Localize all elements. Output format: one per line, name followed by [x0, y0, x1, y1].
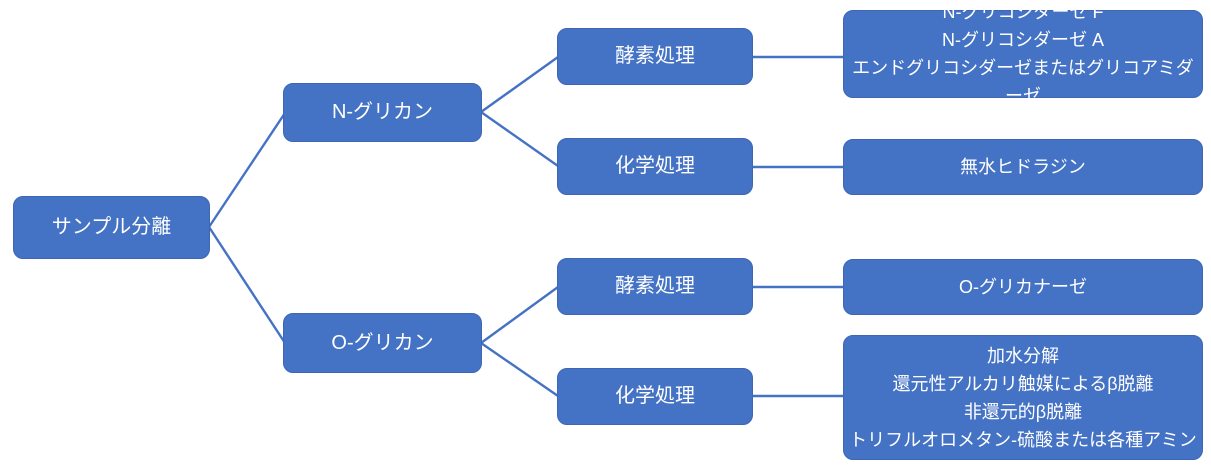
- node-label: サンプル分離: [51, 216, 172, 238]
- connector-root-to-n-glycan: [207, 111, 287, 229]
- node-o-glycan: O-グリカン: [283, 313, 482, 373]
- method-line: トリフルオロメタン-硫酸または各種アミン: [849, 429, 1197, 450]
- node-n-glycan-enzyme-methods: N-グリコシダーゼ F N-グリコシダーゼ A エンドグリコシダーゼまたはグリコ…: [843, 2, 1203, 106]
- method-line: 加水分解: [987, 345, 1059, 366]
- connector-n-glycan-to-enzyme: [479, 55, 560, 114]
- node-o-glycan-chemical-treatment: 化学処理: [557, 368, 753, 425]
- method-line: 非還元的β脱離: [963, 401, 1083, 422]
- node-label: N-グリカン: [331, 101, 434, 123]
- method-line: N-グリコシダーゼ F: [942, 2, 1104, 22]
- connector-root-to-o-glycan: [207, 225, 287, 345]
- connector-n-glycan-to-chemical: [479, 110, 560, 168]
- method-line: 無水ヒドラジン: [960, 157, 1086, 177]
- connector-o-glycan-to-enzyme: [479, 285, 560, 345]
- node-label: 化学処理: [615, 385, 695, 407]
- node-n-glycan-chemical-treatment: 化学処理: [557, 138, 753, 195]
- method-line: O-グリカナーゼ: [959, 277, 1087, 297]
- node-n-glycan: N-グリカン: [283, 83, 482, 142]
- node-n-glycan-chemical-methods: 無水ヒドラジン: [843, 139, 1203, 195]
- node-o-glycan-enzyme-methods: O-グリカナーゼ: [843, 259, 1203, 315]
- method-line: エンドグリコシダーゼまたはグリコアミダーゼ: [852, 58, 1194, 106]
- node-o-glycan-enzyme-treatment: 酵素処理: [557, 258, 753, 315]
- method-line: 還元性アルカリ触媒によるβ脱離: [892, 373, 1154, 394]
- method-line: N-グリコシダーゼ A: [942, 30, 1104, 50]
- node-label: 酵素処理: [615, 275, 695, 297]
- node-label: O-グリカン: [331, 331, 434, 354]
- node-sample-separation: サンプル分離: [13, 196, 210, 259]
- node-label: 酵素処理: [615, 45, 695, 67]
- node-label: 化学処理: [615, 155, 695, 177]
- node-n-glycan-enzyme-treatment: 酵素処理: [557, 28, 753, 85]
- connector-o-glycan-to-chemical: [479, 341, 560, 398]
- node-o-glycan-chemical-methods: 加水分解 還元性アルカリ触媒によるβ脱離 非還元的β脱離 トリフルオロメタン-硫…: [843, 335, 1203, 460]
